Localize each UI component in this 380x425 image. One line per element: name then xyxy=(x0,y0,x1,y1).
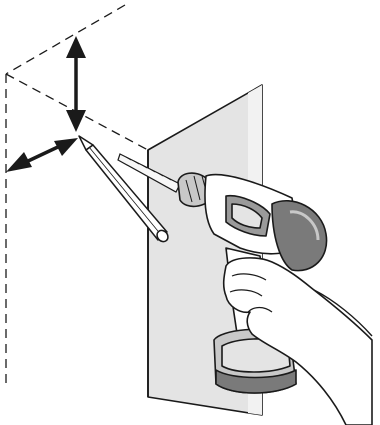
horizontal-double-arrow-icon xyxy=(6,138,78,172)
vertical-double-arrow-icon xyxy=(66,36,86,132)
